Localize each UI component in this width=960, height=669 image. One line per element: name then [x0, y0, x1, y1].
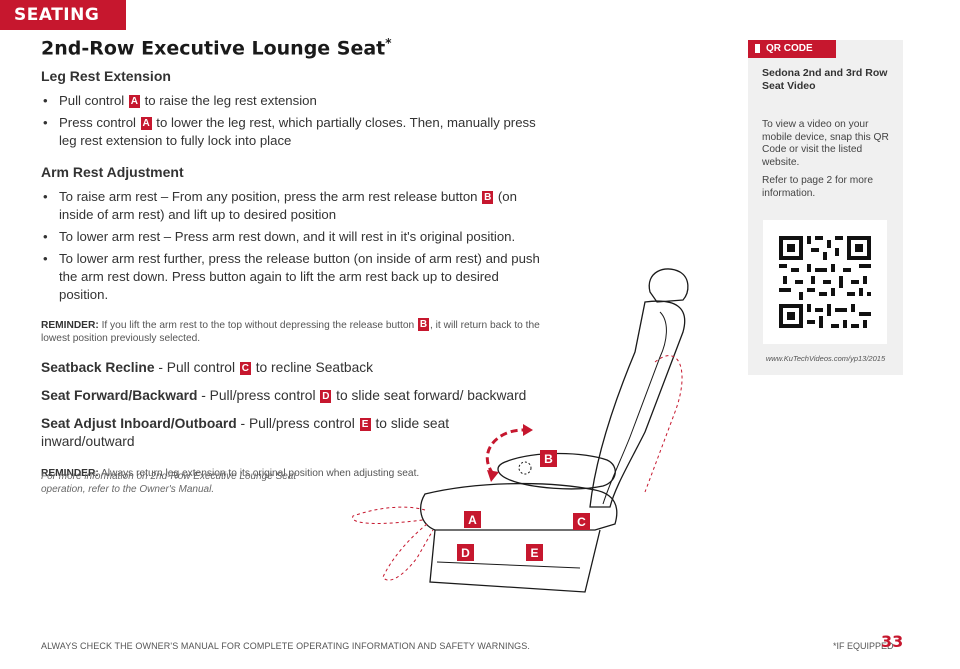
armrest-release-button — [518, 461, 532, 475]
seat-base-outline — [429, 529, 601, 593]
list-item: To raise arm rest – From any position, p… — [41, 188, 541, 224]
video-title: Sedona 2nd and 3rd Row Seat Video — [762, 67, 888, 92]
bullet-text: (on inside of arm rest) and lift up to d… — [59, 189, 517, 222]
label-a: A — [464, 511, 481, 528]
seat-base-slot — [436, 561, 581, 569]
arm-rest-list: To raise arm rest – From any position, p… — [41, 188, 541, 304]
seat-diagram: B A C D E — [352, 268, 689, 593]
section-tab: SEATING — [0, 0, 126, 30]
reminder-label: REMINDER: — [41, 468, 99, 479]
label-b: B — [540, 450, 557, 467]
list-item: To lower arm rest – Press arm rest down,… — [41, 228, 541, 246]
label-b-text: B — [544, 452, 553, 466]
control-badge-d: D — [320, 390, 332, 403]
seat-forward-backward: Seat Forward/Backward - Pull/press contr… — [41, 387, 541, 405]
control-badge-b: B — [482, 191, 494, 204]
label-a-text: A — [468, 513, 477, 527]
qr-code-tab: QR CODE — [748, 40, 836, 58]
bullet-text: Pull control — [59, 93, 128, 108]
seat-cushion-outline — [420, 482, 618, 531]
arm-rest-heading: Arm Rest Adjustment — [41, 164, 184, 180]
qr-code-sidebar: QR CODE Sedona 2nd and 3rd Row Seat Vide… — [748, 40, 903, 375]
feature-text: to slide seat inward/outward — [41, 416, 450, 449]
control-badge-a: A — [140, 117, 152, 130]
main-content: Leg Rest Extension Pull control A to rai… — [41, 68, 541, 494]
bullet-text: to lower the leg rest, which partially c… — [59, 115, 536, 148]
control-badge-e: E — [359, 418, 371, 431]
label-d-text: D — [461, 546, 470, 560]
seat-headrest-outline — [648, 268, 689, 303]
feature-text: to slide seat forward/ backward — [332, 388, 527, 403]
armrest-outline — [497, 452, 616, 490]
feature-text: - Pull/press control — [236, 416, 359, 431]
qr-code-image[interactable] — [763, 220, 887, 344]
reminder-note-2: REMINDER: Always return leg extension to… — [41, 467, 541, 480]
feature-label: Seatback Recline — [41, 360, 155, 375]
control-badge-a: A — [128, 95, 140, 108]
feature-text: - Pull/press control — [197, 388, 320, 403]
feature-label: Seat Forward/Backward — [41, 388, 198, 403]
armrest-motion-arrow — [485, 428, 524, 475]
feature-text: to recline Seatback — [251, 360, 374, 375]
control-badge-b: B — [418, 318, 429, 331]
seat-inboard-outboard: Seat Adjust Inboard/Outboard - Pull/pres… — [41, 415, 541, 451]
feature-label: Seat Adjust Inboard/Outboard — [41, 416, 237, 431]
if-equipped-note: *IF EQUIPPED — [833, 641, 894, 651]
if-equipped-asterisk: * — [385, 36, 392, 50]
leg-rest-list: Pull control A to raise the leg rest ext… — [41, 92, 541, 150]
list-item: Press control A to lower the leg rest, w… — [41, 114, 541, 150]
leg-rest-heading: Leg Rest Extension — [41, 68, 171, 84]
list-item: To lower arm rest further, press the rel… — [41, 250, 541, 304]
label-c: C — [573, 513, 590, 530]
arrow-head-down-icon — [487, 470, 499, 482]
bullet-text: To lower arm rest – Press arm rest down,… — [59, 229, 516, 244]
seatback-inner-outline — [602, 311, 667, 505]
page-title-text: 2nd-Row Executive Lounge Seat — [41, 37, 386, 60]
reminder-note: REMINDER: If you lift the arm rest to th… — [41, 318, 541, 345]
legrest-lowered-outline — [382, 523, 434, 581]
reminder-label: REMINDER: — [41, 320, 99, 331]
reminder-text: , it will return back to the lowest posi… — [41, 320, 540, 344]
owners-manual-note: For more information on 2nd-Row Executiv… — [41, 471, 297, 495]
label-e-text: E — [530, 546, 538, 560]
video-url[interactable]: www.KuTechVideos.com/yp13/2015 — [765, 354, 886, 363]
bullet-text: to raise the leg rest extension — [140, 93, 317, 108]
video-reference: Refer to page 2 for more information. — [762, 175, 873, 199]
reminder-text: If you lift the arm rest to the top with… — [98, 320, 417, 331]
label-c-text: C — [577, 515, 586, 529]
label-e: E — [526, 544, 543, 561]
page-number: 33 — [881, 632, 904, 651]
list-item: Pull control A to raise the leg rest ext… — [41, 92, 541, 110]
safety-footer: ALWAYS CHECK THE OWNER'S MANUAL FOR COMP… — [41, 641, 530, 651]
page-title: 2nd-Row Executive Lounge Seat* — [41, 36, 392, 59]
arrow-head-up-icon — [523, 424, 533, 436]
bullet-text: Press control — [59, 115, 140, 130]
legrest-extended-outline — [352, 506, 426, 524]
seatback-outline — [589, 300, 686, 508]
label-d: D — [457, 544, 474, 561]
control-badge-c: C — [239, 362, 251, 375]
feature-text: - Pull control — [154, 360, 239, 375]
reminder-text: Always return leg extension to its origi… — [98, 468, 420, 479]
seatback-recline: Seatback Recline - Pull control C to rec… — [41, 359, 541, 377]
qr-code-icon — [779, 236, 871, 328]
recline-range-outline — [644, 355, 683, 493]
bullet-text: To raise arm rest – From any position, p… — [59, 189, 482, 204]
video-instructions: To view a video on your mobile device, s… — [762, 119, 889, 168]
bullet-text: To lower arm rest further, press the rel… — [59, 251, 540, 302]
